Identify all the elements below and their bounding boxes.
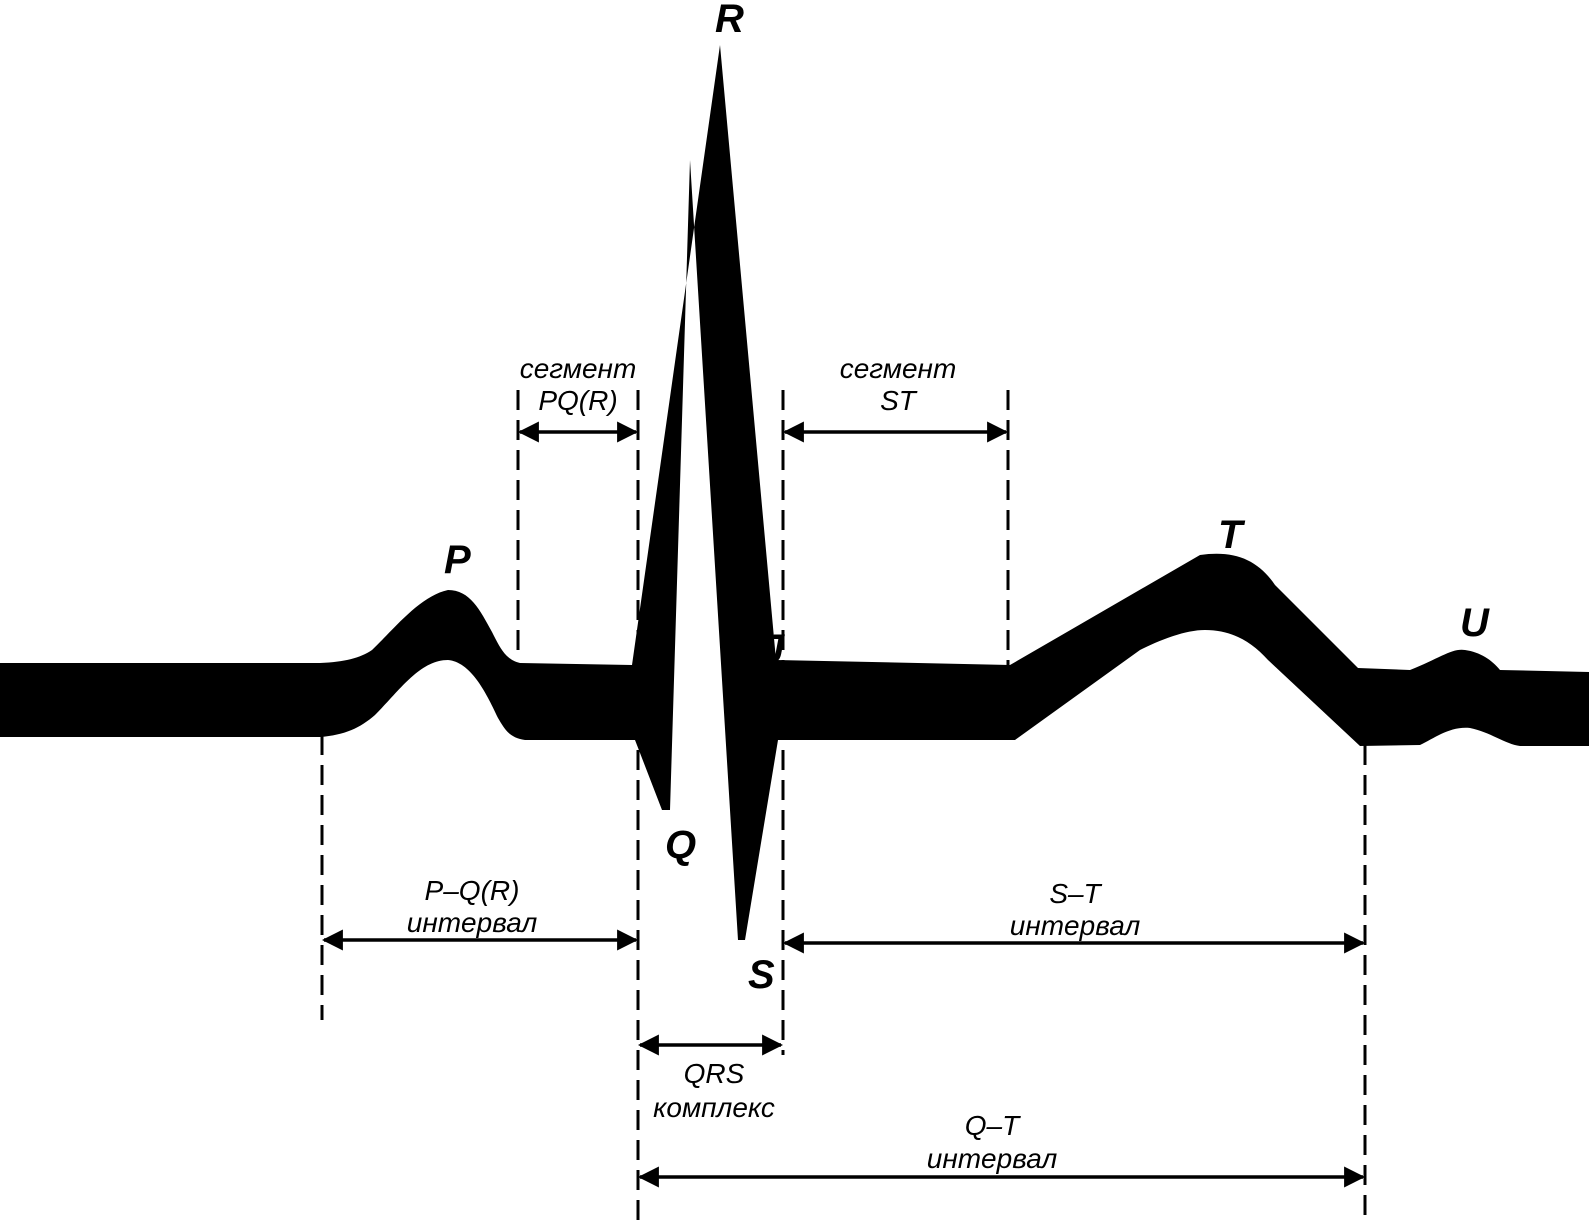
st-interval-label-line1: S–T bbox=[1049, 878, 1102, 909]
qrs-complex-label-line2: комплекс bbox=[653, 1092, 775, 1123]
pq-interval-label-line1: P–Q(R) bbox=[425, 875, 520, 906]
st-segment-label-line2: ST bbox=[880, 385, 918, 416]
ecg-waveform bbox=[0, 45, 1589, 940]
point-label-j: J bbox=[762, 627, 785, 671]
qt-interval-label-line1: Q–T bbox=[965, 1110, 1021, 1141]
st-interval-label-line2: интервал bbox=[1010, 910, 1141, 941]
qt-interval-label-line2: интервал bbox=[927, 1143, 1058, 1174]
pq-segment-label-line1: сегмент bbox=[520, 353, 637, 384]
wave-label-s: S bbox=[748, 953, 775, 997]
pq-interval-label-line2: интервал bbox=[407, 907, 538, 938]
wave-label-t: T bbox=[1218, 513, 1246, 557]
wave-label-p: P bbox=[444, 538, 471, 582]
qrs-complex-label-line1: QRS bbox=[684, 1058, 745, 1089]
wave-label-r: R bbox=[715, 0, 744, 41]
pq-segment-label-line2: PQ(R) bbox=[538, 385, 617, 416]
wave-label-u: U bbox=[1460, 601, 1490, 645]
wave-label-q: Q bbox=[665, 823, 696, 867]
st-segment-label-line1: сегмент bbox=[840, 353, 957, 384]
point-label-i: I bbox=[644, 627, 656, 671]
